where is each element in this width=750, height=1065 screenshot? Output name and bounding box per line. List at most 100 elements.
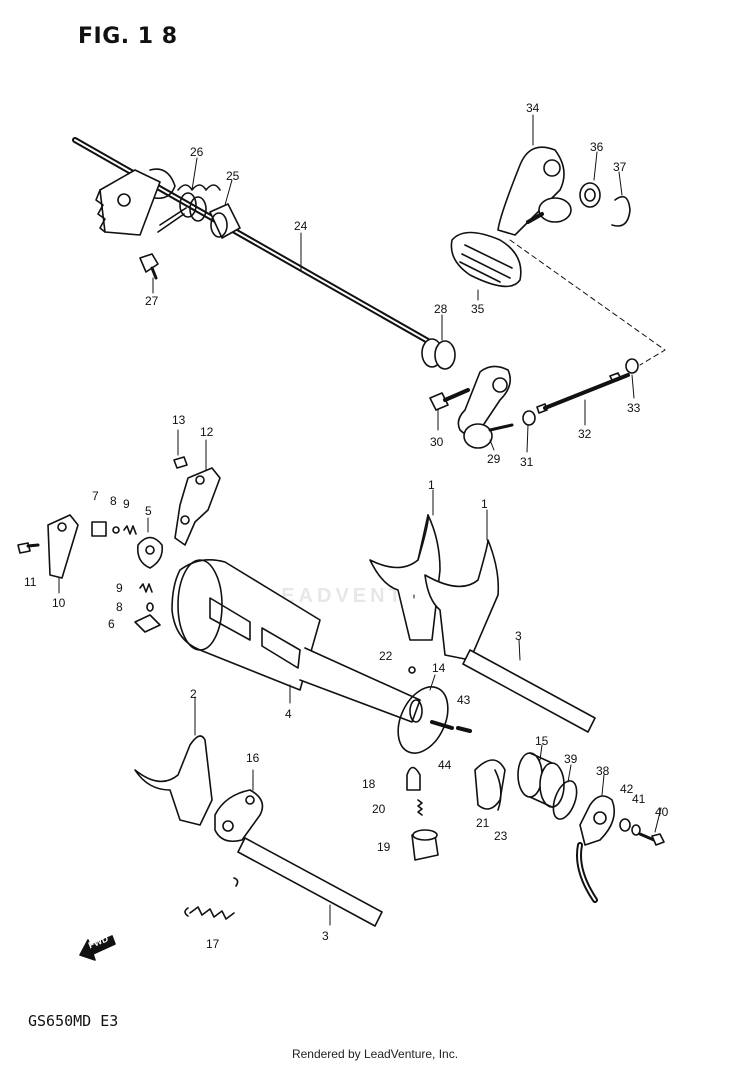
part-28-oil-seal xyxy=(421,338,456,370)
callout-10: 10 xyxy=(52,596,66,610)
part-32-rod xyxy=(536,372,630,414)
part-44-pin xyxy=(430,720,454,730)
callout-6: 6 xyxy=(108,617,115,631)
part-3-fork-shaft xyxy=(462,649,596,733)
part-35-gearshift-rubber xyxy=(450,231,522,288)
part-43-pin xyxy=(456,726,472,733)
callout-41: 41 xyxy=(632,792,646,806)
callout-18: 18 xyxy=(362,777,376,791)
callout-23: 23 xyxy=(494,829,508,843)
callout-16: 16 xyxy=(246,751,260,765)
callout-28: 28 xyxy=(434,302,448,316)
leader-lines xyxy=(58,114,662,926)
part-11-screw xyxy=(17,542,40,554)
part-37-clip xyxy=(611,195,631,227)
callout-19: 19 xyxy=(377,840,391,854)
callout-30: 30 xyxy=(430,435,444,449)
callout-8: 8 xyxy=(116,600,123,614)
callout-17: 17 xyxy=(206,937,220,951)
part-34-gearshift-lever xyxy=(497,146,572,236)
part-7-cam-stopper xyxy=(91,521,107,537)
callout-38: 38 xyxy=(596,764,610,778)
callout-12: 12 xyxy=(200,425,214,439)
callout-15: 15 xyxy=(535,734,549,748)
callout-24: 24 xyxy=(294,219,308,233)
callout-9: 9 xyxy=(123,497,130,511)
forward-arrow-icon xyxy=(79,935,116,961)
callout-39: 39 xyxy=(564,752,578,766)
part-3-fork-shaft-lower xyxy=(237,837,383,927)
callout-31: 31 xyxy=(520,455,534,469)
callout-9: 9 xyxy=(116,581,123,595)
part-17-spring xyxy=(184,877,239,920)
part-39-circlip xyxy=(552,780,578,820)
part-25-bushing xyxy=(209,203,241,239)
part-20-spring xyxy=(417,799,423,816)
part-4-gearshift-cam xyxy=(171,559,423,723)
callout-21: 21 xyxy=(476,816,490,830)
callout-14: 14 xyxy=(432,661,446,675)
part-1-shift-fork xyxy=(369,514,441,641)
part-9-spring xyxy=(123,525,137,535)
callout-2: 2 xyxy=(190,687,197,701)
part-18-pin xyxy=(406,766,421,791)
part-13-screw xyxy=(173,456,188,469)
callout-36: 36 xyxy=(590,140,604,154)
part-15-bearing xyxy=(517,752,565,808)
part-29-gearshift-arm xyxy=(457,365,514,449)
callout-25: 25 xyxy=(226,169,240,183)
callout-27: 27 xyxy=(145,294,159,308)
callout-37: 37 xyxy=(613,160,627,174)
part-16-plate xyxy=(214,789,264,843)
callout-33: 33 xyxy=(627,401,641,415)
part-2-shift-fork xyxy=(134,735,213,826)
part-41-washer xyxy=(631,824,641,836)
part-12-cam-stopper-plate xyxy=(174,467,221,546)
callout-43: 43 xyxy=(457,693,471,707)
callout-44: 44 xyxy=(438,758,452,772)
callout-42: 42 xyxy=(620,782,634,796)
callout-40: 40 xyxy=(655,805,669,819)
part-8-pin-lower xyxy=(146,602,154,612)
part-1-shift-fork-b xyxy=(424,539,500,661)
part-10-plate xyxy=(47,514,79,579)
model-code: GS650MD E3 xyxy=(28,1012,119,1030)
callout-7: 7 xyxy=(92,489,99,503)
part-8-washer xyxy=(112,526,120,534)
callout-20: 20 xyxy=(372,802,386,816)
part-22-pin xyxy=(408,666,416,674)
callout-8: 8 xyxy=(110,494,117,508)
part-42-washer xyxy=(619,818,631,832)
callout-32: 32 xyxy=(578,427,592,441)
callout-1: 1 xyxy=(428,478,435,492)
callout-13: 13 xyxy=(172,413,186,427)
callout-11: 11 xyxy=(24,575,37,589)
part-36-washer xyxy=(579,182,601,208)
callout-22: 22 xyxy=(379,649,393,663)
callout-34: 34 xyxy=(526,101,540,115)
part-31-nut xyxy=(522,410,536,426)
part-5-cam-driven-gear xyxy=(136,536,164,569)
part-14-o-ring xyxy=(397,686,449,754)
part-26-spring xyxy=(157,184,221,233)
callout-3: 3 xyxy=(322,929,329,943)
part-38-cam-bearing-retainer xyxy=(576,795,616,903)
callout-29: 29 xyxy=(487,452,501,466)
callout-3: 3 xyxy=(515,629,522,643)
part-23-ring xyxy=(494,769,502,811)
part-30-bolt xyxy=(429,388,470,411)
callout-35: 35 xyxy=(471,302,485,316)
part-27-bolt xyxy=(139,253,159,280)
part-40-screw xyxy=(638,832,665,846)
part-24-gearshift-shaft xyxy=(72,137,438,348)
callout-5: 5 xyxy=(145,504,152,518)
assembly-dashed-line xyxy=(509,239,666,366)
part-19-plug xyxy=(411,829,439,861)
part-33-nut xyxy=(625,358,639,374)
part-9-spring-lower xyxy=(139,583,153,593)
callout-26: 26 xyxy=(190,145,204,159)
callout-1: 1 xyxy=(481,497,488,511)
figure-title: FIG. 1 8 xyxy=(78,24,178,49)
part-6-guide xyxy=(134,614,161,633)
